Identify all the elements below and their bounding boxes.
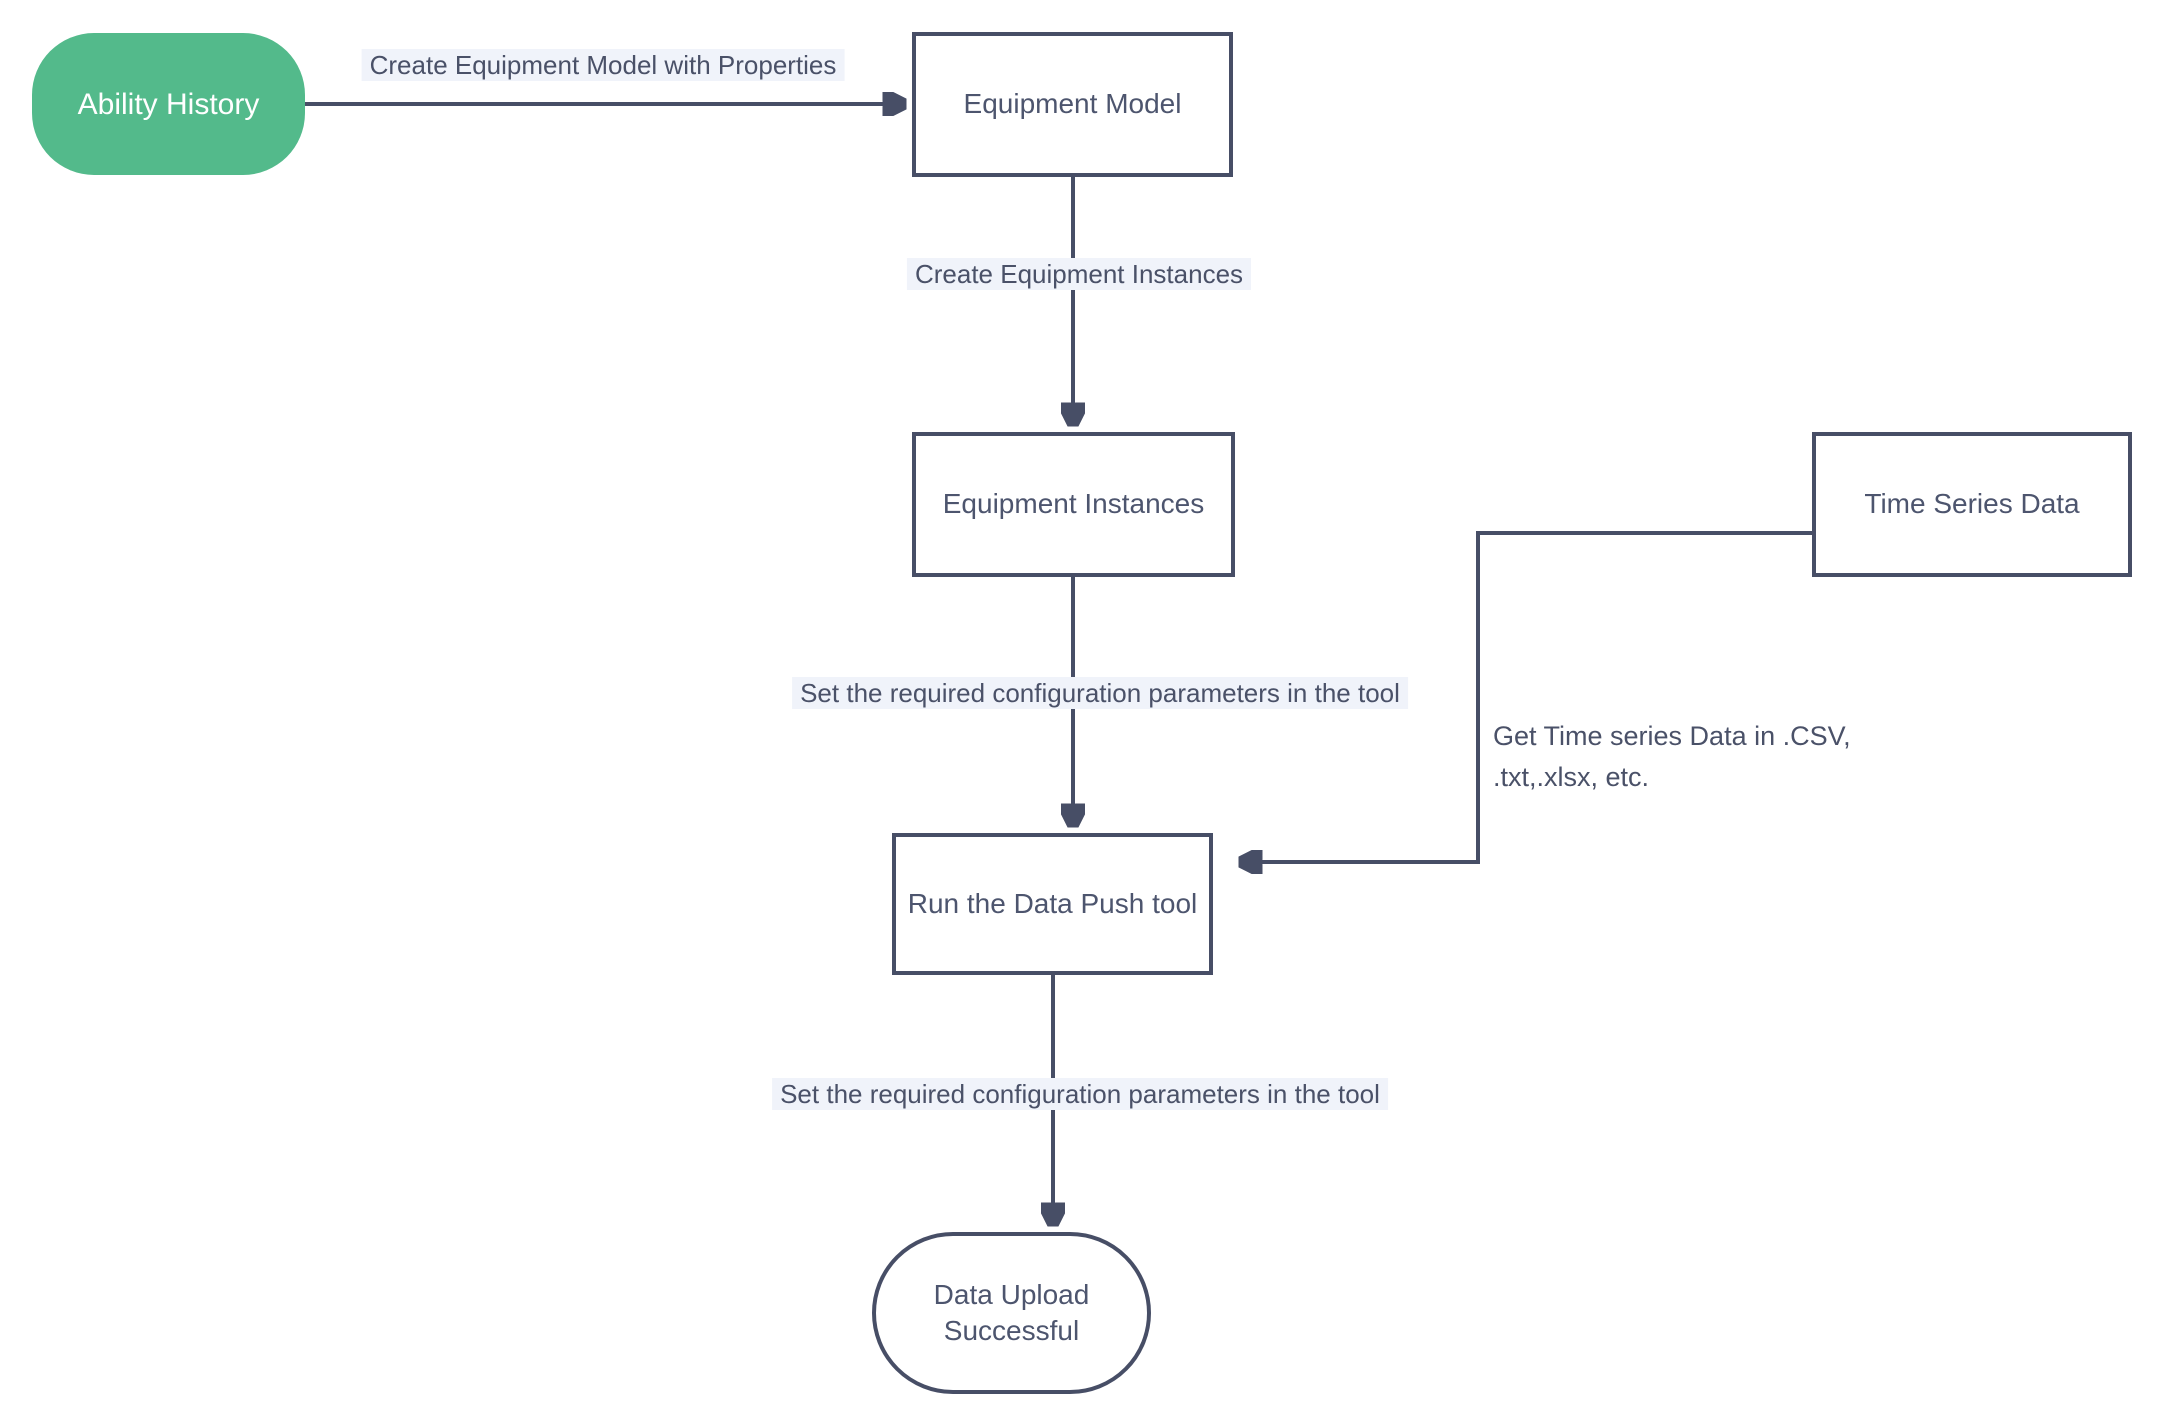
node-data-upload-successful: Data Upload Successful [872, 1232, 1151, 1394]
node-ability-history: Ability History [32, 33, 305, 175]
edge-label-create-model: Create Equipment Model with Properties [361, 49, 845, 81]
node-equipment-instances: Equipment Instances [912, 432, 1235, 577]
node-equipment-instances-label: Equipment Instances [942, 488, 1205, 520]
edge-label-create-instances: Create Equipment Instances [906, 258, 1252, 290]
edge-label-get-time-series: Get Time series Data in .CSV, .txt,.xlsx… [1493, 721, 1851, 792]
node-data-upload-successful-label: Data Upload Successful [933, 1278, 1090, 1346]
node-equipment-model: Equipment Model [912, 32, 1233, 177]
node-time-series-data: Time Series Data [1812, 432, 2132, 577]
edge-label-set-config-1: Set the required configuration parameter… [792, 677, 1408, 709]
node-equipment-model-label: Equipment Model [963, 88, 1182, 120]
edge-label-set-config-2: Set the required configuration parameter… [772, 1078, 1388, 1110]
node-run-data-push-tool: Run the Data Push tool [892, 833, 1213, 975]
node-time-series-data-label: Time Series Data [1864, 488, 2080, 520]
node-run-data-push-tool-label: Run the Data Push tool [907, 887, 1198, 919]
node-ability-history-label: Ability History [77, 87, 260, 121]
